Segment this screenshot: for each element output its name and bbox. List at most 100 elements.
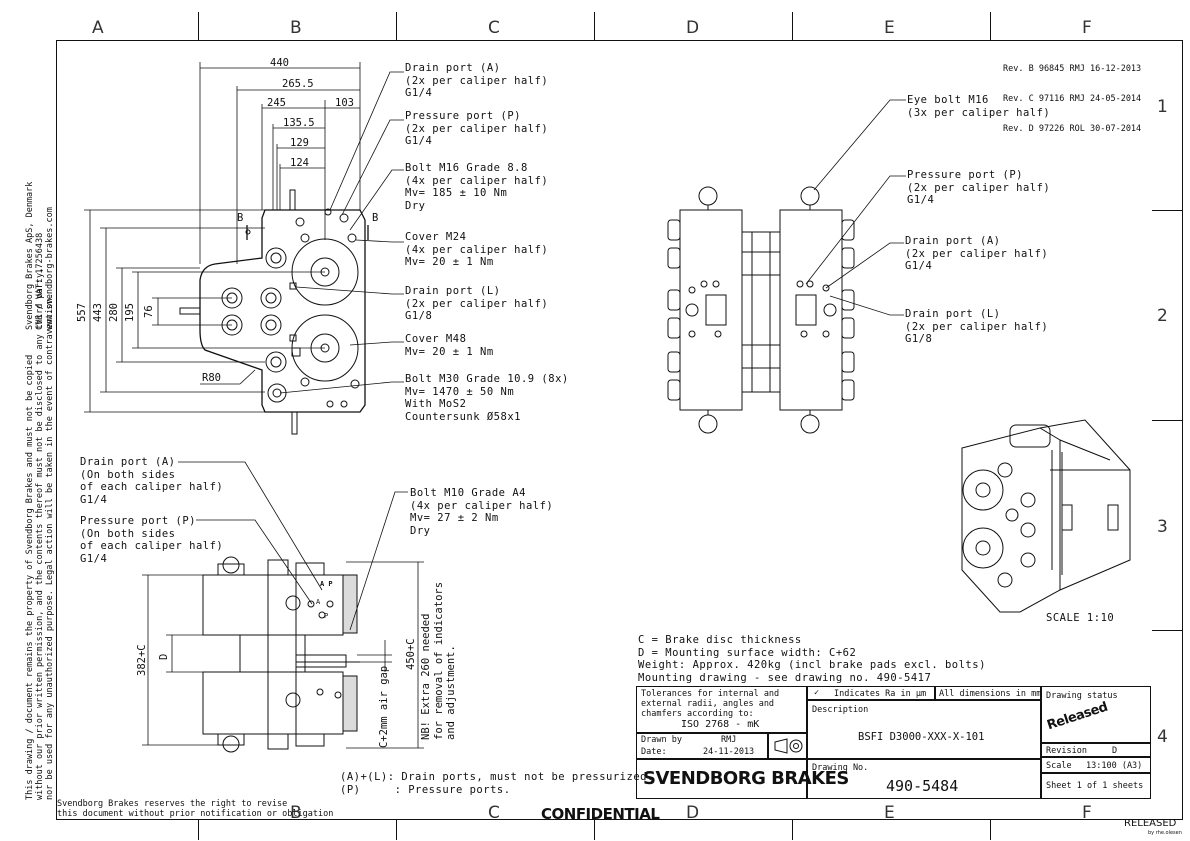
general-notes: C = Brake disc thickness D = Mounting su… xyxy=(638,634,986,684)
dim-557: 557 xyxy=(76,303,88,322)
revision-b: Rev. B 96845 RMJ 16-12-2013 xyxy=(1003,64,1142,74)
tb-sheet-cell: Sheet 1 of 1 sheets xyxy=(1041,773,1151,799)
tb-revision-label: Revision xyxy=(1046,746,1087,756)
tb-all-dims: All dimensions in mm xyxy=(939,689,1042,699)
tb-projection-cell xyxy=(768,733,807,759)
dim-d: D xyxy=(158,653,170,660)
tb-revision: D xyxy=(1112,746,1118,756)
isometric-view-geometry xyxy=(961,419,1131,613)
revision-list: Rev. B 96845 RMJ 16-12-2013 Rev. C 97116… xyxy=(1003,44,1141,144)
section-mark-left: B xyxy=(237,212,244,224)
side-view-leaders xyxy=(805,99,906,316)
tb-drawn-by: RMJ xyxy=(721,735,737,745)
grid-col-e: E xyxy=(884,18,895,38)
grid-col-f: F xyxy=(1082,18,1092,38)
annotation-side-pressure-port: Pressure port (P) (2x per caliper half) … xyxy=(907,169,1051,206)
projection-symbol-icon xyxy=(774,738,803,754)
tb-drawing-no-label: Drawing No. xyxy=(812,763,869,773)
section-view-leaders xyxy=(178,461,408,631)
tb-scale-label: Scale xyxy=(1046,761,1072,771)
scale-label-iso: SCALE 1:10 xyxy=(1046,612,1115,624)
dim-245: 245 xyxy=(267,97,286,109)
dim-135-5: 135.5 xyxy=(283,117,315,129)
tb-date: 24-11-2013 xyxy=(703,747,755,757)
tb-sheet: Sheet 1 of 1 sheets xyxy=(1046,781,1144,791)
grid-col-d-bottom: D xyxy=(686,803,700,823)
tb-scale-cell: Scale 13:100 (A3) xyxy=(1041,757,1151,773)
tb-status-stamp: Released xyxy=(1045,699,1110,734)
dim-440: 440 xyxy=(270,57,289,69)
grid-row-2: 2 xyxy=(1157,306,1168,326)
tb-scale: 13:100 (A3) xyxy=(1086,761,1143,771)
annotation-drain-port-a: Drain port (A) (2x per caliper half) G1/… xyxy=(405,62,549,99)
tb-all-dims-cell: All dimensions in mm xyxy=(935,686,1041,700)
revision-d: Rev. D 97226 ROL 30-07-2014 xyxy=(1003,124,1142,134)
tb-iso: ISO 2768 - mK xyxy=(681,719,760,730)
tb-revision-cell: Revision D xyxy=(1041,743,1151,757)
annotation-cover-m24: Cover M24 (4x per caliper half) Mv= 20 ±… xyxy=(405,231,549,268)
nb-removal-note: NB! Extra 260 needed for removal of indi… xyxy=(420,581,457,740)
dim-r80: R80 xyxy=(202,372,221,384)
annotation-side-drain-port-a: Drain port (A) (2x per caliper half) G1/… xyxy=(905,235,1049,272)
tb-drawing-no: 490-5484 xyxy=(886,777,959,795)
dim-76: 76 xyxy=(143,305,155,318)
tb-indicates-cell: ✓ Indicates Ra in μm xyxy=(807,686,935,700)
front-view-geometry xyxy=(179,189,369,435)
dim-443: 443 xyxy=(92,303,104,322)
annotation-bolt-m10: Bolt M10 Grade A4 (4x per caliper half) … xyxy=(410,487,554,537)
port-label-ap: A P xyxy=(320,580,333,588)
tb-drawn-cell: Drawn by RMJ Date: 24-11-2013 xyxy=(636,733,768,759)
annotation-pressure-port-p: Pressure port (P) (2x per caliper half) … xyxy=(405,110,549,147)
annotation-side-drain-port-l: Drain port (L) (2x per caliper half) G1/… xyxy=(905,308,1049,345)
grid-row-4: 4 xyxy=(1157,727,1168,747)
grid-col-e-bottom: E xyxy=(884,803,895,823)
dim-450-c: 450+C xyxy=(405,638,417,670)
tb-date-label: Date: xyxy=(641,747,667,757)
dim-124: 124 xyxy=(290,157,309,169)
footer-released-by: by rhe.olesen xyxy=(1148,830,1182,836)
tb-description-cell: Description BSFI D3000-XXX-X-101 xyxy=(807,700,1041,759)
section-view-dimensions xyxy=(142,561,424,749)
annotation-eye-bolt: Eye bolt M16 (3x per caliper half) xyxy=(907,94,1051,119)
tb-tolerances-cell: Tolerances for internal and external rad… xyxy=(636,686,807,733)
grid-col-f-bottom: F xyxy=(1082,803,1092,823)
footer-reserve-notice: Svendborg Brakes reserves the right to r… xyxy=(57,799,334,819)
grid-col-b-bottom: B xyxy=(290,803,302,823)
footer-confidential: CONFIDENTIAL xyxy=(541,805,660,823)
grid-row-3: 3 xyxy=(1157,517,1168,537)
section-mark-right: B xyxy=(372,212,379,224)
grid-col-d: D xyxy=(686,18,700,38)
dim-103: 103 xyxy=(335,97,354,109)
annotation-section-pressure-port: Pressure port (P) (On both sides of each… xyxy=(80,515,224,565)
dim-382-c: 382+C xyxy=(136,644,148,676)
footer-released: RELEASED xyxy=(1124,818,1177,829)
annotation-section-drain-port: Drain port (A) (On both sides of each ca… xyxy=(80,456,224,506)
dim-195: 195 xyxy=(124,303,136,322)
side-view-geometry xyxy=(667,186,855,434)
tb-indicates: Indicates Ra in μm xyxy=(834,689,927,699)
port-label-p: P xyxy=(324,612,329,620)
dim-129: 129 xyxy=(290,137,309,149)
grid-col-a: A xyxy=(92,18,104,38)
tb-tolerances: Tolerances for internal and external rad… xyxy=(641,689,780,719)
annotation-bolt-m30: Bolt M30 Grade 10.9 (8x) Mv= 1470 ± 50 N… xyxy=(405,373,569,423)
grid-col-c-bottom: C xyxy=(488,803,500,823)
check-icon: ✓ xyxy=(814,688,820,698)
tb-company-cell: SVENDBORG BRAKES xyxy=(636,759,849,799)
tb-status-cell: Drawing status Released xyxy=(1041,686,1151,743)
port-notes: (A)+(L): Drain ports, must not be pressu… xyxy=(340,771,654,796)
annotation-drain-port-l: Drain port (L) (2x per caliper half) G1/… xyxy=(405,285,549,322)
front-view-leaders xyxy=(279,71,404,394)
annotation-cover-m48: Cover M48 Mv= 20 ± 1 Nm xyxy=(405,333,494,358)
dim-280: 280 xyxy=(108,303,120,322)
tb-company-logo: SVENDBORG BRAKES xyxy=(643,768,849,789)
front-view-dimensions xyxy=(84,62,361,413)
grid-col-c: C xyxy=(488,18,500,38)
air-gap-label: C+2mm air gap xyxy=(378,665,390,748)
tb-drawn-by-label: Drawn by xyxy=(641,735,682,745)
revision-c: Rev. C 97116 RMJ 24-05-2014 xyxy=(1003,94,1142,104)
tb-description: BSFI D3000-XXX-X-101 xyxy=(858,731,985,743)
tb-description-label: Description xyxy=(812,705,869,715)
section-view-geometry xyxy=(202,556,360,753)
